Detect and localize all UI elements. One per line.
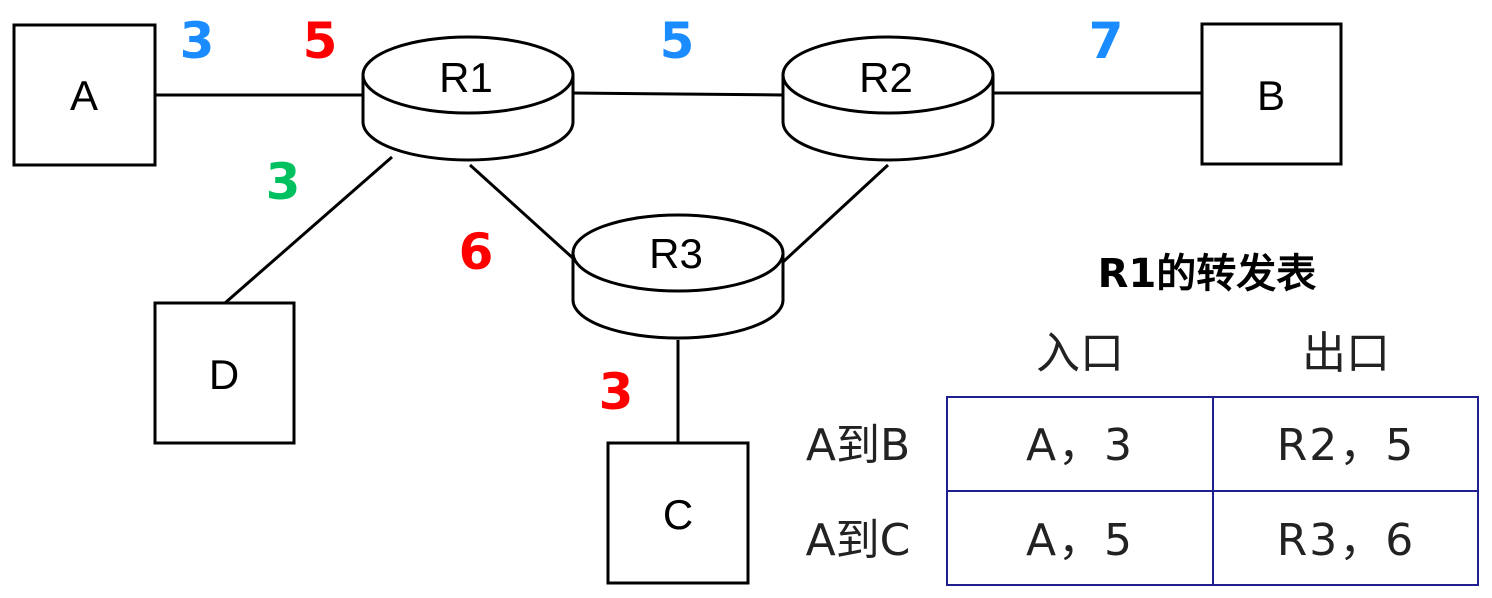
link-r2-r3 <box>781 163 890 264</box>
table-row-label-1: A到B <box>806 420 910 471</box>
table-row-label-2: A到C <box>806 515 911 566</box>
router-r1-label: R1 <box>439 54 493 101</box>
svg-text:C: C <box>663 491 693 538</box>
router-r2-label: R2 <box>859 54 913 101</box>
label-r1-r2: 5 <box>660 12 695 70</box>
table-cell-2-out: R3，6 <box>1277 515 1416 566</box>
table-header-in: 入口 <box>1036 328 1124 379</box>
router-r3: R3 <box>571 213 785 340</box>
host-c: C <box>606 441 750 585</box>
label-r1-d: 3 <box>266 153 301 211</box>
table-cell-1-in: A，3 <box>1026 420 1134 471</box>
table-cell-1-out: R2，5 <box>1277 420 1416 471</box>
svg-text:B: B <box>1257 72 1285 119</box>
router-r3-label: R3 <box>649 230 703 277</box>
label-r1-r3: 6 <box>459 223 494 281</box>
table-grid <box>946 396 1479 586</box>
host-b: B <box>1200 22 1343 166</box>
svg-text:A: A <box>70 72 98 119</box>
link-r1-r3 <box>468 163 577 262</box>
link-r1-d <box>224 155 393 305</box>
forwarding-table: R1的转发表 入口 出口 A到B A到C A，3 R2，5 A，5 R3，6 <box>806 251 1479 586</box>
svg-text:D: D <box>209 351 239 398</box>
label-a-r1-blue: 3 <box>180 12 215 70</box>
label-r2-b: 7 <box>1089 12 1124 70</box>
router-r2: R2 <box>781 35 995 162</box>
label-r3-c: 3 <box>599 363 634 421</box>
host-d: D <box>153 301 296 445</box>
table-header-out: 出口 <box>1302 328 1390 379</box>
links <box>155 91 1202 443</box>
router-r1: R1 <box>361 35 575 162</box>
table-cell-2-in: A，5 <box>1026 515 1134 566</box>
label-a-r1-red: 5 <box>303 12 338 70</box>
host-a: A <box>12 23 157 167</box>
table-title: R1的转发表 <box>1098 251 1317 297</box>
link-r1-r2 <box>572 91 784 97</box>
